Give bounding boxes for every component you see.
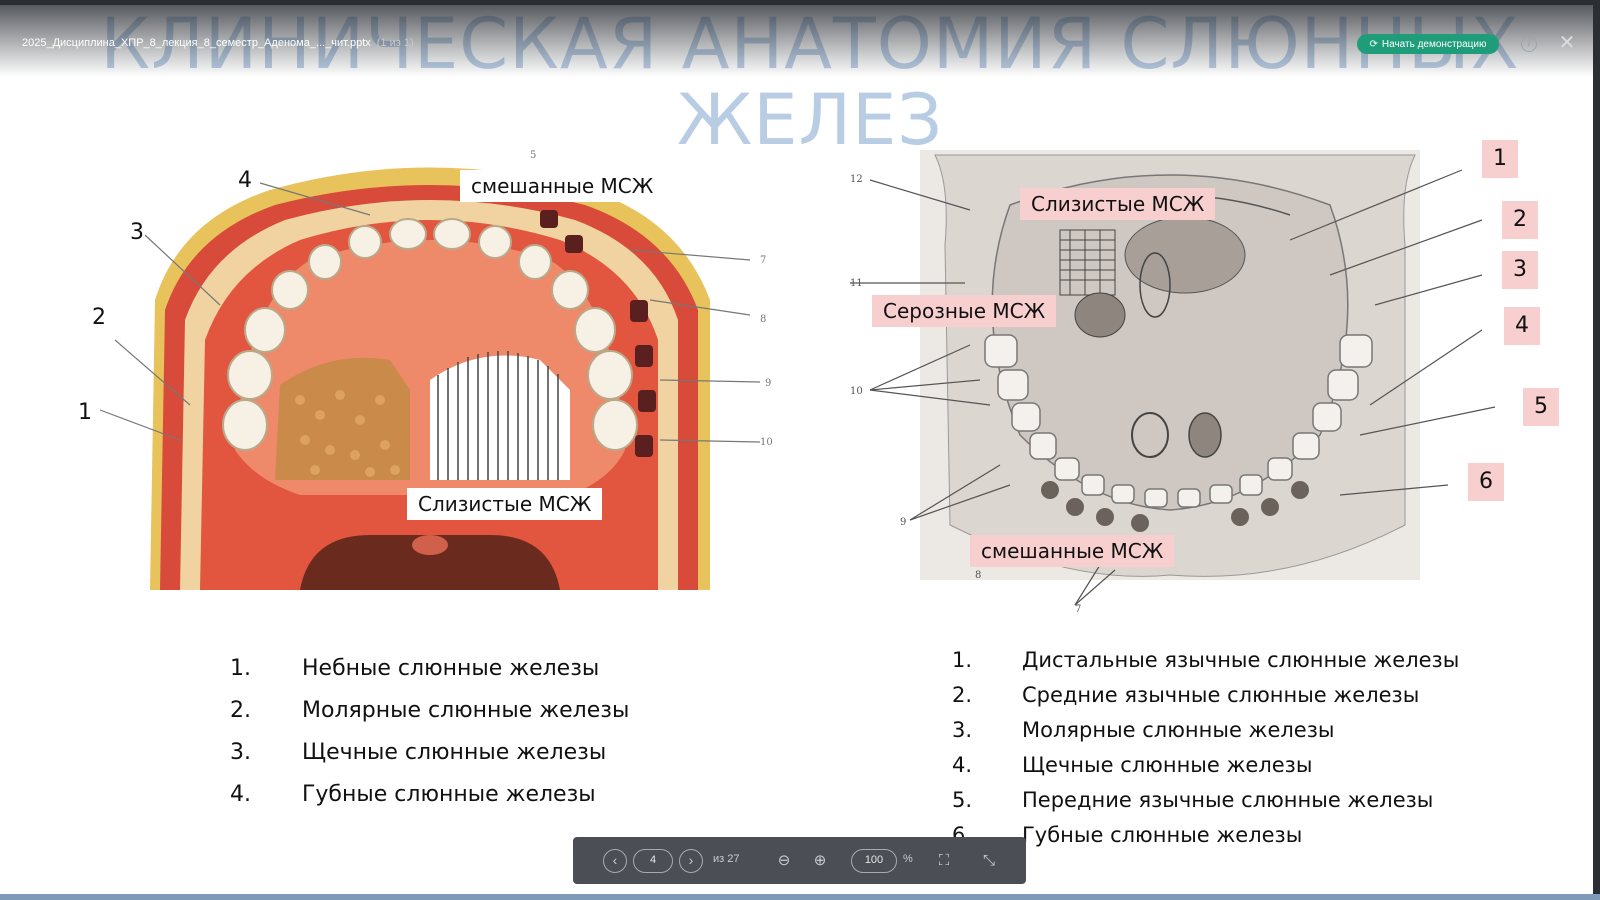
callout-mucous-glands-right: Слизистые МСЖ (1020, 188, 1216, 220)
page-number-input[interactable]: 4 (633, 849, 673, 873)
list-item: 2.Средние язычные слюнные железы (952, 683, 1420, 707)
svg-text:8: 8 (975, 570, 981, 581)
callout-mixed-glands: смешанные МСЖ (460, 170, 665, 202)
window-bottom-edge (0, 894, 1600, 900)
list-item: 5.Передние язычные слюнные железы (952, 788, 1434, 812)
present-icon: ⟳ (1369, 38, 1378, 50)
close-icon[interactable]: ✕ (1558, 30, 1576, 54)
zoom-in-icon[interactable]: ⊕ (813, 852, 827, 869)
zoom-unit-label: % (903, 853, 913, 865)
callout-mixed-glands-right: смешанные МСЖ (970, 535, 1175, 567)
svg-text:10: 10 (850, 386, 863, 397)
figure-number-4: 4 (238, 168, 252, 193)
list-item: 6. Губные слюнные железы (952, 823, 1303, 847)
callout-serous-glands: Серозные МСЖ (872, 295, 1057, 327)
svg-text:9: 9 (765, 378, 771, 389)
list-item: 1.Дистальные язычные слюнные железы (952, 648, 1460, 672)
figure-number-box-2: 2 (1502, 201, 1538, 239)
list-item: 3.Щечные слюнные железы (230, 740, 607, 765)
list-item: 4.Губные слюнные железы (230, 782, 596, 807)
list-item: 2.Молярные слюнные железы (230, 698, 630, 723)
fit-page-icon[interactable]: ⛶ (938, 852, 950, 869)
figure-number-3: 3 (130, 220, 144, 245)
right-legend: 1.Дистальные язычные слюнные железы 2.Ср… (952, 648, 1459, 858)
figure-number-2: 2 (92, 305, 106, 330)
list-item: 3.Молярные слюнные железы (952, 718, 1335, 742)
svg-text:8: 8 (760, 314, 766, 325)
svg-text:12: 12 (850, 174, 863, 185)
list-item: 1.Небные слюнные железы (230, 656, 600, 681)
file-header-bar: 2025_Дисциплина_ХПР_8_лекция_8_семестр_А… (0, 5, 1593, 77)
start-presentation-button[interactable]: ⟳ Начать демонстрацию (1357, 34, 1499, 54)
next-page-button[interactable]: › (679, 849, 703, 873)
figure-number-1: 1 (78, 400, 92, 425)
info-icon[interactable]: i (1521, 36, 1537, 52)
svg-text:10: 10 (760, 437, 773, 448)
prev-page-button[interactable]: ‹ (603, 849, 627, 873)
figure-number-box-1: 1 (1482, 140, 1518, 178)
figure-number-box-3: 3 (1502, 251, 1538, 289)
svg-text:7: 7 (760, 255, 766, 266)
palate-illustration: 56 78 910 смешанные МСЖ Слизистые МСЖ 4 … (70, 150, 790, 605)
svg-text:7: 7 (1075, 604, 1081, 615)
callout-mucous-glands: Слизистые МСЖ (407, 488, 603, 520)
svg-text:11: 11 (850, 278, 863, 289)
exit-fullscreen-icon[interactable]: ⤡ (982, 852, 995, 869)
left-legend: 1.Небные слюнные железы 2.Молярные слюнн… (230, 656, 629, 824)
svg-text:9: 9 (900, 517, 906, 528)
svg-text:5: 5 (530, 150, 536, 161)
figure-number-box-4: 4 (1504, 307, 1540, 345)
window-top-edge (0, 0, 1600, 5)
zoom-out-icon[interactable]: ⊖ (777, 852, 791, 869)
viewer-toolbar: ‹ 4 › из 27 ⊖ ⊕ 100 % ⛶ ⤡ (573, 837, 1026, 884)
page-total-label: из 27 (713, 853, 740, 865)
list-item: 4.Щечные слюнные железы (952, 753, 1313, 777)
figure-number-box-6: 6 (1468, 463, 1504, 501)
window-right-edge (1593, 0, 1600, 900)
file-name: 2025_Дисциплина_ХПР_8_лекция_8_семестр_А… (22, 37, 414, 49)
tongue-drawing: 12 11 10 9 8 7 (850, 150, 1496, 615)
figure-number-box-5: 5 (1523, 388, 1559, 426)
zoom-input[interactable]: 100 (851, 849, 897, 873)
palate-drawing: 56 78 910 (99, 150, 773, 590)
